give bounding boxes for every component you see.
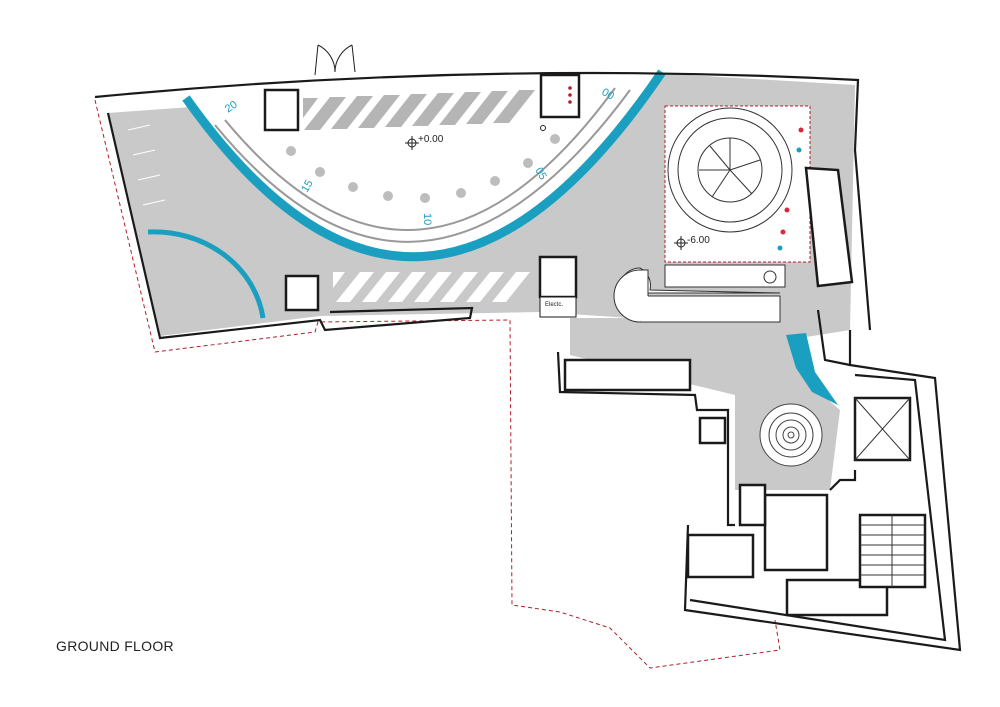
east-wall [683, 330, 962, 652]
east-inner-wall [816, 309, 857, 491]
top-hatch [303, 90, 535, 130]
level-lower: -6.00 [687, 235, 710, 246]
seat-marker-20: 20 [223, 99, 240, 116]
left-blue-arc [147, 229, 266, 319]
stairs [858, 513, 927, 589]
seat-marker-15: 15 [299, 178, 316, 195]
auditorium-blue-edge [182, 69, 666, 262]
seat-marker-00: 00 [600, 86, 617, 103]
seat-marker-10: 10 [421, 213, 433, 225]
seating-row-inner [224, 87, 616, 231]
columns [263, 73, 581, 318]
seat-dots [286, 134, 560, 203]
stair-room [664, 105, 811, 263]
drawing-title: GROUND FLOOR [56, 638, 174, 654]
entry-door [314, 44, 356, 76]
blue-wedge [786, 333, 838, 405]
spiral-stair [667, 107, 793, 233]
north-wall [94, 71, 872, 331]
bottom-hatch [333, 272, 530, 302]
fountain [759, 403, 823, 467]
light-slot [804, 166, 854, 288]
level-main: +0.00 [418, 134, 444, 145]
elevator-x [854, 397, 911, 461]
level-marker-main: +0.00 [405, 134, 444, 150]
south-wall-left [106, 112, 474, 340]
entry-door-swing [317, 44, 353, 73]
seating-row-outer [214, 89, 631, 243]
middle-block [556, 351, 735, 527]
seat-marker-05: 05 [532, 166, 549, 183]
electrical-room-label: Electc. [545, 302, 563, 308]
site-boundary [94, 99, 781, 669]
level-marker-lower: -6.00 [674, 235, 710, 250]
